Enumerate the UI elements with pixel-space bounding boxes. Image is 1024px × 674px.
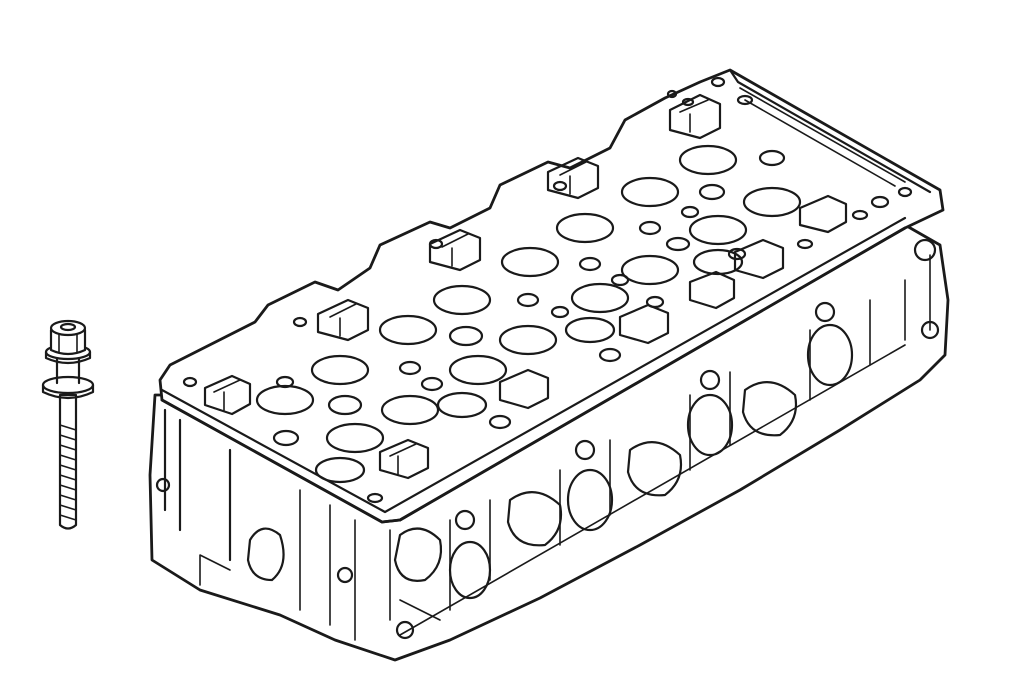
head-bolt: [41, 319, 95, 530]
deck-plate: [158, 68, 945, 524]
head-body: [148, 223, 950, 662]
bolt-threads: [59, 424, 77, 521]
cylinder-head: [148, 68, 950, 662]
cylinder-head-icon: [148, 68, 950, 662]
bolt-bosses: [203, 93, 848, 480]
bolt-icon: [41, 319, 95, 530]
cylinder-bores: [255, 144, 802, 484]
